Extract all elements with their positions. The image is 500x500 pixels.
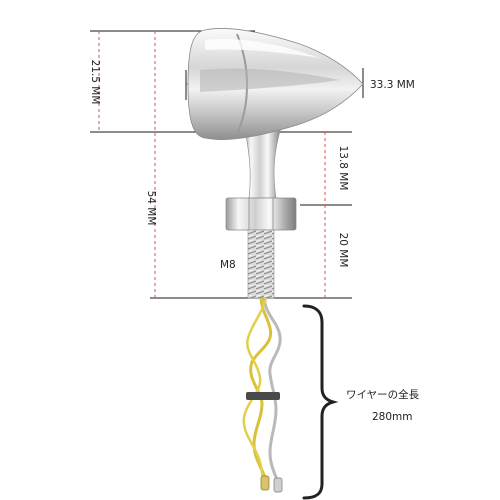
threaded-bolt: [247, 229, 275, 299]
wire-connector-a: [260, 475, 270, 491]
label-thread-size: M8: [220, 259, 236, 271]
label-wire-length-value: 280mm: [372, 411, 413, 423]
wire-grey-a: [262, 297, 282, 483]
label-bolt-length: 20 MM: [337, 233, 349, 268]
label-neck-length: 13.8 MM: [337, 146, 349, 191]
signal-wires: [242, 297, 283, 493]
signal-head-reflection: [200, 68, 340, 92]
wire-connector-b: [273, 477, 283, 493]
label-total-length: 54 MM: [145, 191, 157, 226]
label-head-height: 21.5 MM: [89, 60, 101, 105]
hex-nut: [225, 197, 297, 231]
wire-tie: [246, 392, 280, 400]
signal-head-highlight: [205, 38, 320, 58]
turn-signal-illustration: [187, 28, 364, 299]
label-wire-total-length: ワイヤーの全長: [346, 388, 420, 401]
label-head-diameter: 33.3 MM: [370, 79, 415, 91]
wire-length-brace: [302, 304, 339, 500]
